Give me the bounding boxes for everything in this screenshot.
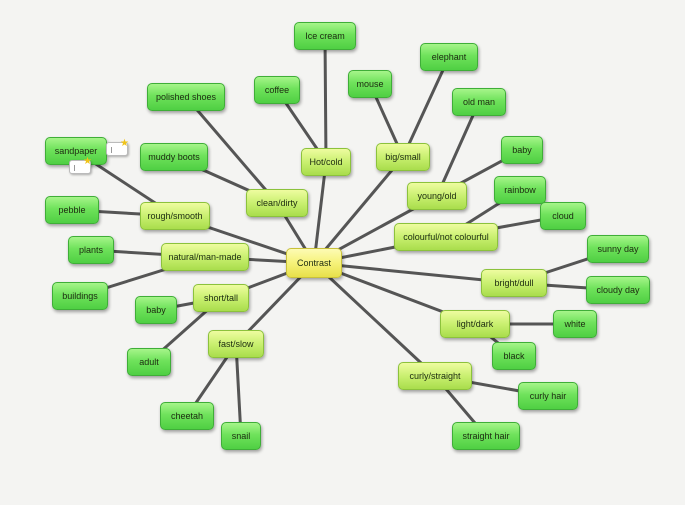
topic-label: polished shoes [155,92,217,102]
example-topic-elephant[interactable]: elephant [420,43,478,71]
example-topic-straighthair[interactable]: straight hair [452,422,520,450]
category-topic-curly[interactable]: curly/straight [398,362,472,390]
topic-label: bright/dull [494,278,534,288]
topic-label: snail [231,431,251,441]
topic-label: buildings [62,291,98,301]
central-topic-contrast[interactable]: Contrast [286,248,342,278]
topic-label: old man [462,97,496,107]
topic-label: young/old [417,191,457,201]
category-topic-hot[interactable]: Hot/cold [301,148,351,176]
topic-label: rough/smooth [147,211,203,221]
note-line-icon [74,165,75,171]
topic-label: muddy boots [148,152,200,162]
example-topic-buildings[interactable]: buildings [52,282,108,310]
topic-label: colourful/not colourful [403,232,489,242]
connector-contrast-curly [312,261,437,378]
example-topic-pebble[interactable]: pebble [45,196,99,224]
example-topic-sunny[interactable]: sunny day [587,235,649,263]
note-icon[interactable]: ★ [69,156,92,174]
connector-contrast-big [312,155,405,265]
connector-young-oldman [435,100,481,198]
topic-label: coffee [264,85,290,95]
example-topic-curlyhair[interactable]: curly hair [518,382,578,410]
example-topic-snail[interactable]: snail [221,422,261,450]
example-topic-oldman[interactable]: old man [452,88,506,116]
connector-big-elephant [401,55,451,159]
example-topic-polished[interactable]: polished shoes [147,83,225,111]
category-topic-light[interactable]: light/dark [440,310,510,338]
category-topic-fast[interactable]: fast/slow [208,330,264,358]
topic-label: cloud [552,211,574,221]
example-topic-black[interactable]: black [492,342,536,370]
topic-label: curly/straight [409,371,461,381]
note-line-icon [111,147,112,153]
topic-label: big/small [385,152,421,162]
category-topic-clean[interactable]: clean/dirty [246,189,308,217]
topic-label: baby [512,145,532,155]
category-topic-big[interactable]: big/small [376,143,430,171]
example-topic-icecream[interactable]: Ice cream [294,22,356,50]
topic-label: Hot/cold [309,157,343,167]
topic-label: clean/dirty [256,198,298,208]
topic-label: curly hair [529,391,567,401]
topic-label: Ice cream [305,31,345,41]
example-topic-white[interactable]: white [553,310,597,338]
example-topic-cloudy[interactable]: cloudy day [586,276,650,304]
topic-label: adult [139,357,159,367]
example-topic-coffee[interactable]: coffee [254,76,300,104]
star-icon: ★ [120,138,129,149]
topic-label: pebble [58,205,86,215]
topic-label: sunny day [597,244,639,254]
topic-label: cloudy day [596,285,640,295]
category-topic-young[interactable]: young/old [407,182,467,210]
topic-label: short/tall [203,293,238,303]
topic-label: white [564,319,586,329]
category-topic-short[interactable]: short/tall [193,284,249,312]
topic-label: sandpaper [54,146,98,156]
connector-contrast-bright [312,261,516,285]
topic-label: natural/man-made [168,252,242,262]
connector-hot-icecream [323,34,328,164]
topic-label: cheetah [170,411,204,421]
example-topic-babyS[interactable]: baby [135,296,177,324]
category-topic-natural[interactable]: natural/man-made [161,243,249,271]
topic-label: baby [146,305,166,315]
connector-clean-polished [184,95,279,205]
category-topic-colour[interactable]: colourful/not colourful [394,223,498,251]
example-topic-rainbow[interactable]: rainbow [494,176,546,204]
topic-label: plants [78,245,104,255]
example-topic-plants[interactable]: plants [68,236,114,264]
topic-label: Contrast [296,258,331,268]
topic-label: fast/slow [218,339,254,349]
topic-label: elephant [431,52,467,62]
example-topic-mouse[interactable]: mouse [348,70,392,98]
connector-fast-snail [234,342,243,438]
topic-label: mouse [356,79,384,89]
connector-contrast-hot [312,160,328,265]
example-topic-cheetah[interactable]: cheetah [160,402,214,430]
category-topic-bright[interactable]: bright/dull [481,269,547,297]
example-topic-cloud[interactable]: cloud [540,202,586,230]
category-topic-rough[interactable]: rough/smooth [140,202,210,230]
topic-label: light/dark [456,319,494,329]
topic-label: rainbow [504,185,536,195]
topic-label: black [503,351,525,361]
topic-label: straight hair [462,431,510,441]
example-topic-babyY[interactable]: baby [501,136,543,164]
note-icon[interactable]: ★ [106,138,129,156]
example-topic-adult[interactable]: adult [127,348,171,376]
star-icon: ★ [83,156,92,167]
example-topic-muddy[interactable]: muddy boots [140,143,208,171]
